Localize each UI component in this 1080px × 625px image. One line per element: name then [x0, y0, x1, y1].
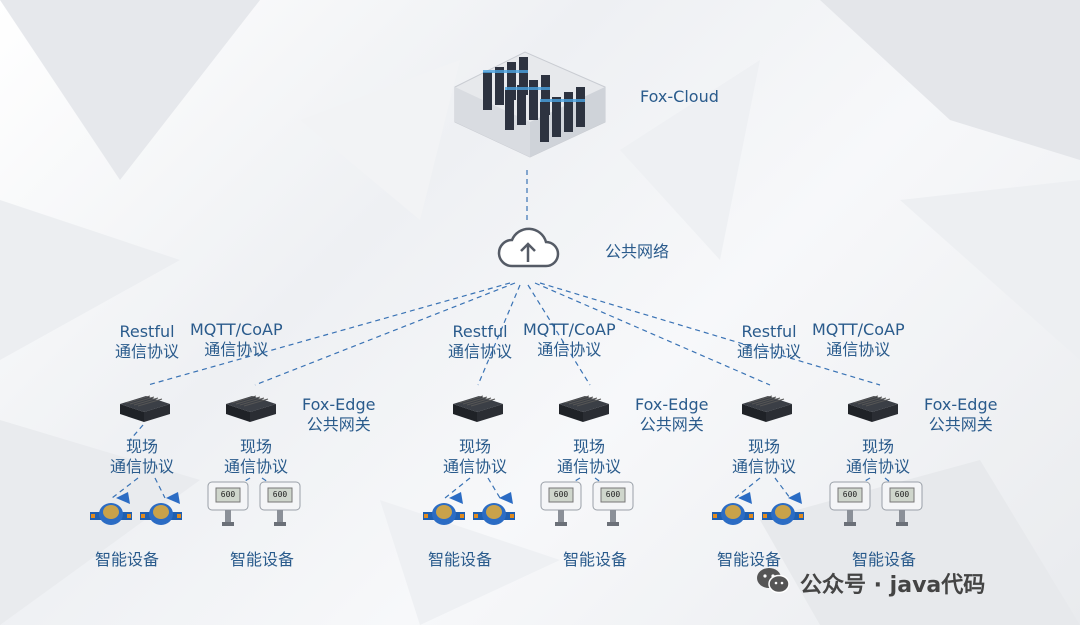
meter-display-value: 600	[553, 490, 569, 499]
sensor-meter-icon: 600	[828, 480, 872, 528]
wechat-icon	[755, 566, 791, 596]
water-meter-icon	[421, 490, 467, 534]
onsite-protocol-label: 现场通信协议	[846, 437, 911, 476]
smart-device-label: 智能设备	[95, 550, 160, 569]
onsite-protocol-label: 现场通信协议	[732, 437, 797, 476]
cloud-upload-icon	[496, 222, 560, 272]
gateway-icon	[116, 392, 172, 428]
onsite-protocol-label: 现场通信协议	[443, 437, 508, 476]
meter-display-value: 600	[272, 490, 288, 499]
smart-device-label: 智能设备	[852, 550, 917, 569]
public-network-label: 公共网络	[605, 242, 670, 261]
gateway-icon	[738, 392, 794, 428]
gateway-icon	[222, 392, 278, 428]
water-meter-icon	[710, 490, 756, 534]
meter-display-value: 600	[842, 490, 858, 499]
smart-device-label: 智能设备	[717, 550, 782, 569]
water-meter-icon	[471, 490, 517, 534]
watermark-text: 公众号 · java代码	[800, 573, 986, 598]
meter-display-value: 600	[605, 490, 621, 499]
gateway-icon	[844, 392, 900, 428]
smart-device-label: 智能设备	[428, 550, 493, 569]
water-meter-icon	[138, 490, 184, 534]
smart-device-label: 智能设备	[230, 550, 295, 569]
water-meter-icon	[88, 490, 134, 534]
sensor-meter-icon: 600	[539, 480, 583, 528]
onsite-protocol-label: 现场通信协议	[224, 437, 289, 476]
cloud-label: Fox-Cloud	[640, 87, 719, 106]
water-meter-icon	[760, 490, 806, 534]
meter-display-value: 600	[894, 490, 910, 499]
sensor-meter-icon: 600	[206, 480, 250, 528]
meter-display-value: 600	[220, 490, 236, 499]
gateway-icon	[555, 392, 611, 428]
onsite-protocol-label: 现场通信协议	[557, 437, 622, 476]
onsite-protocol-label: 现场通信协议	[110, 437, 175, 476]
smart-device-label: 智能设备	[563, 550, 628, 569]
gateway-icon	[449, 392, 505, 428]
sensor-meter-icon: 600	[591, 480, 635, 528]
sensor-meter-icon: 600	[258, 480, 302, 528]
sensor-meter-icon: 600	[880, 480, 924, 528]
datacenter-icon	[445, 42, 610, 162]
